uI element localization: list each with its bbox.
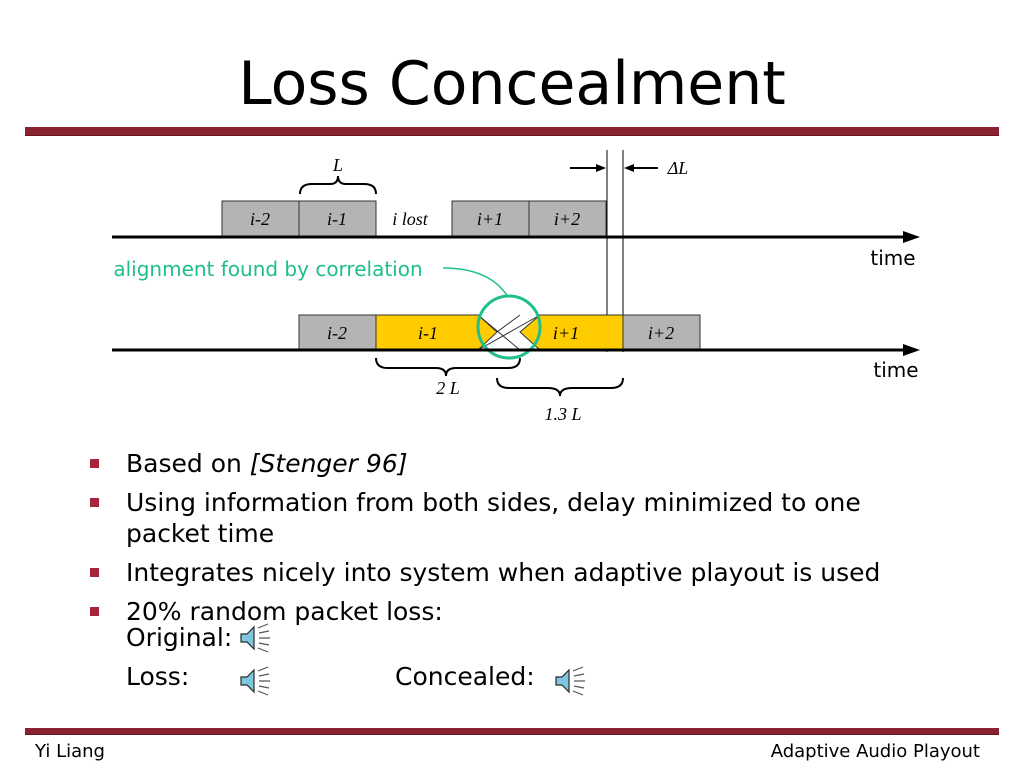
bullet-square-icon	[90, 568, 99, 577]
bottom-packet-label-i-2: i-2	[327, 323, 347, 343]
top-row: i-2 i-1 i lost i+1 i+2 time L ΔL	[112, 150, 920, 352]
original-label: Original:	[126, 623, 233, 652]
bullet-text: Integrates nicely into system when adapt…	[126, 558, 881, 587]
bottom-packet-label-i+1: i+1	[553, 323, 579, 343]
bullet-square-icon	[90, 498, 99, 507]
bullet-text: 20% random packet loss:	[126, 597, 443, 626]
top-packet-label-i+1: i+1	[477, 209, 503, 229]
top-packet-label-i-2: i-2	[250, 209, 270, 229]
delta-arrowhead-right	[624, 164, 634, 172]
bottom-divider	[25, 728, 999, 735]
correlation-annotation: alignment found by correlation	[113, 257, 509, 298]
delta-L-label: ΔL	[667, 158, 689, 178]
bullet-square-icon	[90, 459, 99, 468]
loss-label: Loss:	[126, 662, 190, 691]
top-packet-i+2	[528, 200, 607, 237]
speaker-icon[interactable]	[238, 664, 272, 698]
correlation-circle	[476, 294, 542, 360]
top-time-arrowhead	[903, 231, 920, 243]
bullet-text: Based on	[126, 449, 250, 478]
bullet-item: Integrates nicely into system when adapt…	[88, 557, 908, 588]
2L-brace	[375, 357, 521, 377]
loss-concealment-diagram: i-2 i-1 i lost i+1 i+2 time L ΔL alignme…	[112, 150, 920, 424]
bottom-packet-label-i+2: i+2	[648, 323, 674, 343]
2L-label: 2 L	[436, 378, 460, 398]
top-packet-label-i-1: i-1	[327, 209, 347, 229]
overlap-diagonal-1	[477, 314, 521, 351]
speaker-icon[interactable]	[238, 621, 272, 655]
concealed-label: Concealed:	[395, 662, 535, 691]
bottom-packet-i+2	[622, 314, 701, 351]
bottom-row: i-2 i-1 i+1 i+2 time 2 L 1.3 L	[112, 294, 920, 424]
1.3L-label: 1.3 L	[544, 404, 581, 424]
top-packet-i-1	[298, 200, 377, 237]
top-packet-label-i+2: i+2	[554, 209, 580, 229]
bullet-list: Based on [Stenger 96] Using information …	[88, 448, 908, 635]
speaker-icon[interactable]	[553, 664, 587, 698]
bottom-packet-i-1	[375, 314, 498, 351]
bottom-time-label: time	[873, 358, 918, 382]
top-divider	[25, 127, 999, 136]
top-packet-label-lost: i lost	[392, 209, 429, 229]
bullet-item: Using information from both sides, delay…	[88, 487, 908, 549]
L-brace	[299, 175, 377, 195]
bullet-item: Based on [Stenger 96]	[88, 448, 908, 479]
overlap-diagonal-2	[496, 314, 521, 333]
annotation-leader-line	[442, 267, 509, 298]
L-label: L	[332, 155, 343, 175]
bottom-packet-label-i-1: i-1	[418, 323, 438, 343]
top-time-label: time	[870, 246, 915, 270]
bottom-time-arrowhead	[903, 344, 920, 356]
footer-author: Yi Liang	[35, 741, 105, 762]
bullet-text: Using information from both sides, delay…	[126, 488, 861, 548]
slide-title: Loss Concealment	[238, 49, 786, 119]
annotation-text: alignment found by correlation	[113, 257, 422, 281]
overlap-diagonal-3	[477, 314, 541, 351]
bullet-square-icon	[90, 607, 99, 616]
citation: [Stenger 96]	[249, 449, 408, 478]
bullet-item: 20% random packet loss:	[88, 596, 908, 627]
1.3L-brace	[496, 377, 624, 397]
delta-arrowhead-left	[596, 164, 606, 172]
footer-title: Adaptive Audio Playout	[770, 741, 980, 762]
top-packet-i-2	[221, 200, 300, 237]
